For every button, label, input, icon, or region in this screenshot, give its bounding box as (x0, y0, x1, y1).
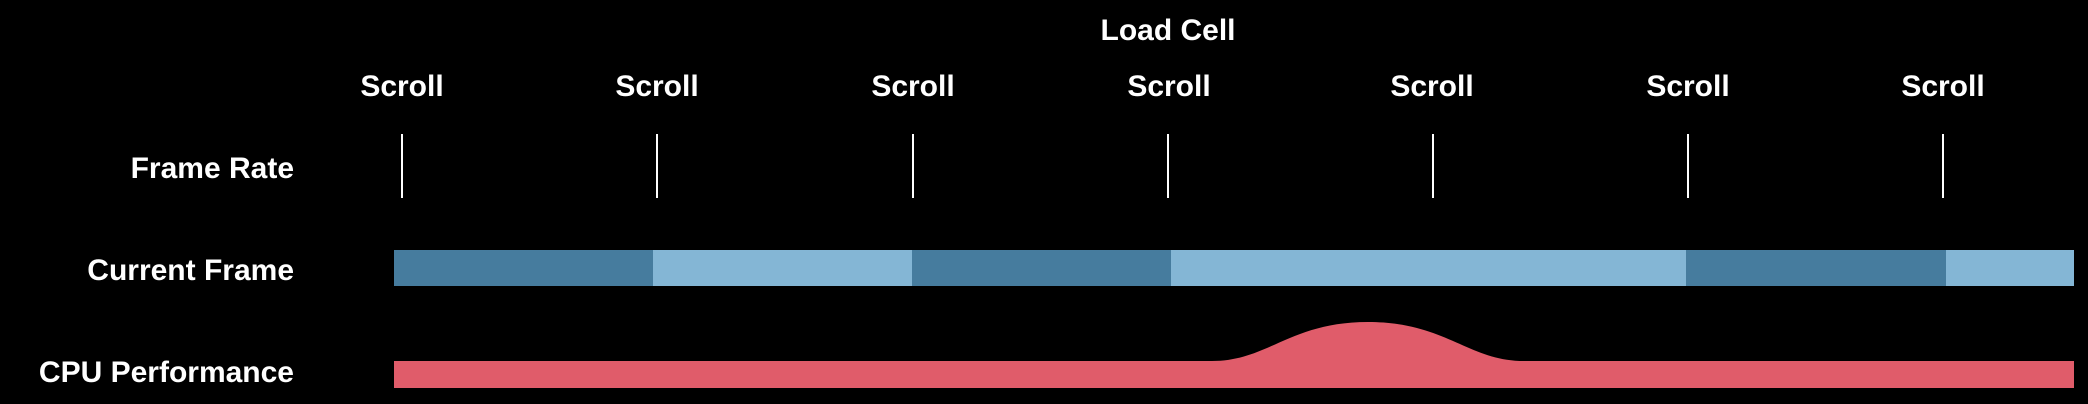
scroll-label: Scroll (871, 70, 955, 103)
current-frame-bar (394, 250, 2074, 286)
scroll-label: Scroll (1646, 70, 1730, 103)
frame-rate-label: Frame Rate (130, 152, 294, 185)
frame-segment (1686, 250, 1946, 286)
frame-segment (1171, 250, 1686, 286)
frame-segment (394, 250, 653, 286)
frame-tick (1432, 134, 1434, 198)
cpu-performance-label: CPU Performance (38, 356, 294, 389)
scroll-label: Scroll (1390, 70, 1474, 103)
frame-tick (656, 134, 658, 198)
load-cell-label: Load Cell (1100, 14, 1236, 47)
current-frame-label: Current Frame (87, 254, 294, 287)
scroll-label: Scroll (360, 70, 444, 103)
frame-segment (1946, 250, 2074, 286)
frame-segment (653, 250, 912, 286)
scroll-label: Scroll (1127, 70, 1211, 103)
cpu-performance-area (394, 322, 2074, 388)
frame-segment (912, 250, 1171, 286)
scroll-label: Scroll (615, 70, 699, 103)
frame-tick (401, 134, 403, 198)
frame-tick (1942, 134, 1944, 198)
frame-tick (912, 134, 914, 198)
frame-tick (1167, 134, 1169, 198)
frame-tick (1687, 134, 1689, 198)
scroll-label: Scroll (1901, 70, 1985, 103)
